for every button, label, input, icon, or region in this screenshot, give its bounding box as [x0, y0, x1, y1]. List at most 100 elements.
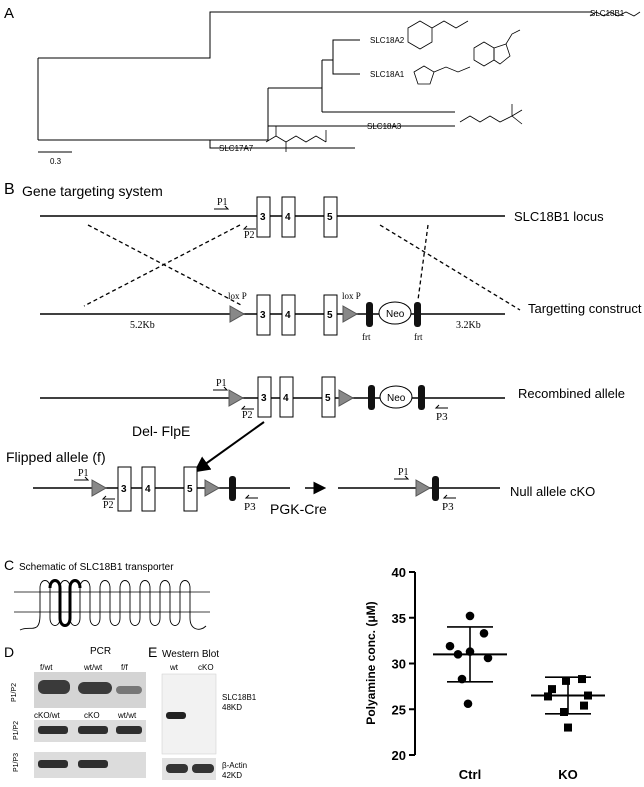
locus-exon-4-label: 4: [285, 212, 291, 223]
locus-row: 3 4 5 P1 P2 SLC18B1 locus: [40, 196, 604, 241]
locus-label: SLC18B1 locus: [514, 209, 604, 224]
recombined-exon-4-label: 4: [283, 393, 289, 404]
construct-exon-5-label: 5: [327, 310, 333, 321]
wb-actin-band-1: [166, 764, 188, 773]
flipped-label: Flipped allele (f): [6, 449, 106, 465]
flipped-exon-4: [141, 466, 156, 512]
y-tick-label: 40: [392, 565, 406, 580]
locus-exon-5: [323, 196, 338, 238]
panel-a: A SLC18B1 SLC18A2 SLC18A1 SLC18A3 SLC17A…: [4, 5, 641, 166]
locus-p2-arrow: [242, 225, 256, 230]
recombined-frt-right: [418, 385, 425, 410]
flipped-p3-arrow: [244, 494, 258, 499]
crossover-lines: [83, 224, 521, 311]
recombined-exon-3: [257, 376, 272, 418]
wb-band2-label: β-Actin: [222, 761, 247, 770]
ctrl-data-point: [479, 629, 489, 638]
construct-frt-right-label: frt: [414, 332, 423, 342]
wb-lane-cko: cKO: [198, 663, 214, 672]
construct-frt-right: [414, 302, 421, 327]
wb-actin-band-2: [192, 764, 214, 773]
flipped-loxp-left: [91, 479, 108, 497]
panel-a-label: A: [4, 5, 14, 22]
lane-label-cko: cKO: [84, 711, 100, 720]
pcr-gel-1-band-3: [116, 686, 142, 694]
del-flpe-label: Del- FlpE: [132, 423, 190, 439]
null-p3-label: P3: [442, 501, 454, 513]
flipped-frt: [229, 476, 236, 501]
wb-slc18b1-band: [166, 712, 186, 719]
panel-c: C Schematic of SLC18B1 transporter: [4, 557, 210, 631]
null-loxp: [415, 479, 432, 497]
ko-data-point: [584, 691, 592, 700]
construct-frt-left-label: frt: [362, 332, 371, 342]
wb-band1-size: 48KD: [222, 703, 242, 712]
flipped-p3-label: P3: [244, 501, 256, 513]
pcr-gel-2-band-3: [116, 726, 142, 734]
panel-b: B Gene targeting system 3 4 5 P1 P2 SLC1…: [4, 181, 642, 517]
x-category-label: Ctrl: [459, 767, 481, 782]
ctrl-data-point: [483, 653, 493, 663]
wb-lane-wt: wt: [169, 663, 179, 672]
panel-e-label: E: [148, 644, 157, 660]
construct-frt-left: [366, 302, 373, 327]
flipped-p2-arrow: [101, 495, 115, 500]
flipped-exon-3-label: 3: [121, 484, 127, 495]
y-axis-label: Polyamine conc. (μM): [364, 601, 378, 724]
phylogenetic-tree: [37, 11, 592, 149]
glutamate-structure: [265, 126, 327, 152]
recombined-loxp-left: [228, 389, 245, 407]
construct-exon-5: [323, 294, 338, 336]
y-tick-label: 35: [392, 611, 406, 626]
serotonin-structure: [473, 29, 521, 67]
lane-label-fwt: f/wt: [40, 663, 53, 672]
flipped-exon-3: [117, 466, 132, 512]
construct-neo-label: Neo: [386, 309, 405, 320]
pcr-gel-3-band-2: [78, 760, 108, 768]
leaf-slc18a1: SLC18A1: [370, 70, 405, 79]
left-arm-length: 5.2Kb: [130, 320, 155, 331]
ctrl-data-point: [463, 699, 473, 709]
transporter-highlight-segment: [48, 579, 82, 627]
recombined-neo-cassette: [379, 385, 413, 409]
wb-membrane-2: [162, 758, 216, 780]
null-frt: [432, 476, 439, 501]
y-tick-label: 25: [392, 702, 406, 717]
null-p3-arrow: [442, 494, 456, 499]
right-arm-length: 3.2Kb: [456, 320, 481, 331]
pcr-gel-1-row-label: P1/P2: [11, 683, 18, 702]
pgk-cre-label: PGK-Cre: [270, 501, 327, 517]
scale-bar-label: 0.3: [50, 157, 62, 166]
recombined-loxp-right: [338, 389, 355, 407]
locus-exon-5-label: 5: [327, 212, 333, 223]
spermidine-structure: [589, 11, 641, 17]
recombined-frt-left: [368, 385, 375, 410]
leaf-slc18a2: SLC18A2: [370, 36, 405, 45]
lane-label-ff: f/f: [121, 663, 128, 672]
flipped-exon-5-label: 5: [187, 484, 193, 495]
ko-data-point: [544, 692, 552, 701]
ctrl-data-point: [445, 641, 455, 651]
pcr-gel-1-band-1: [38, 680, 70, 694]
flipped-exon-4-label: 4: [145, 484, 151, 495]
construct-exon-4-label: 4: [285, 310, 291, 321]
recombined-label: Recombined allele: [518, 386, 625, 401]
dopamine-structure: [407, 20, 469, 50]
pcr-title: PCR: [90, 646, 111, 657]
flipped-p1-label: P1: [78, 468, 89, 479]
panel-d-label: D: [4, 644, 14, 660]
ctrl-data-point: [465, 611, 475, 621]
lane-label-wtwt-2: wt/wt: [117, 711, 137, 720]
lane-label-wtwt: wt/wt: [83, 663, 103, 672]
panel-d: D PCR f/wt wt/wt f/f P1/P2 cKO/wt cKO wt…: [4, 644, 146, 778]
recombined-p2-arrow: [240, 405, 254, 410]
acetylcholine-structure: [459, 104, 523, 125]
recombined-p3-label: P3: [436, 411, 448, 423]
construct-loxp-left-label: lox P: [228, 291, 247, 301]
flipped-exon-5: [183, 466, 198, 512]
wb-band1-label: SLC18B1: [222, 693, 257, 702]
